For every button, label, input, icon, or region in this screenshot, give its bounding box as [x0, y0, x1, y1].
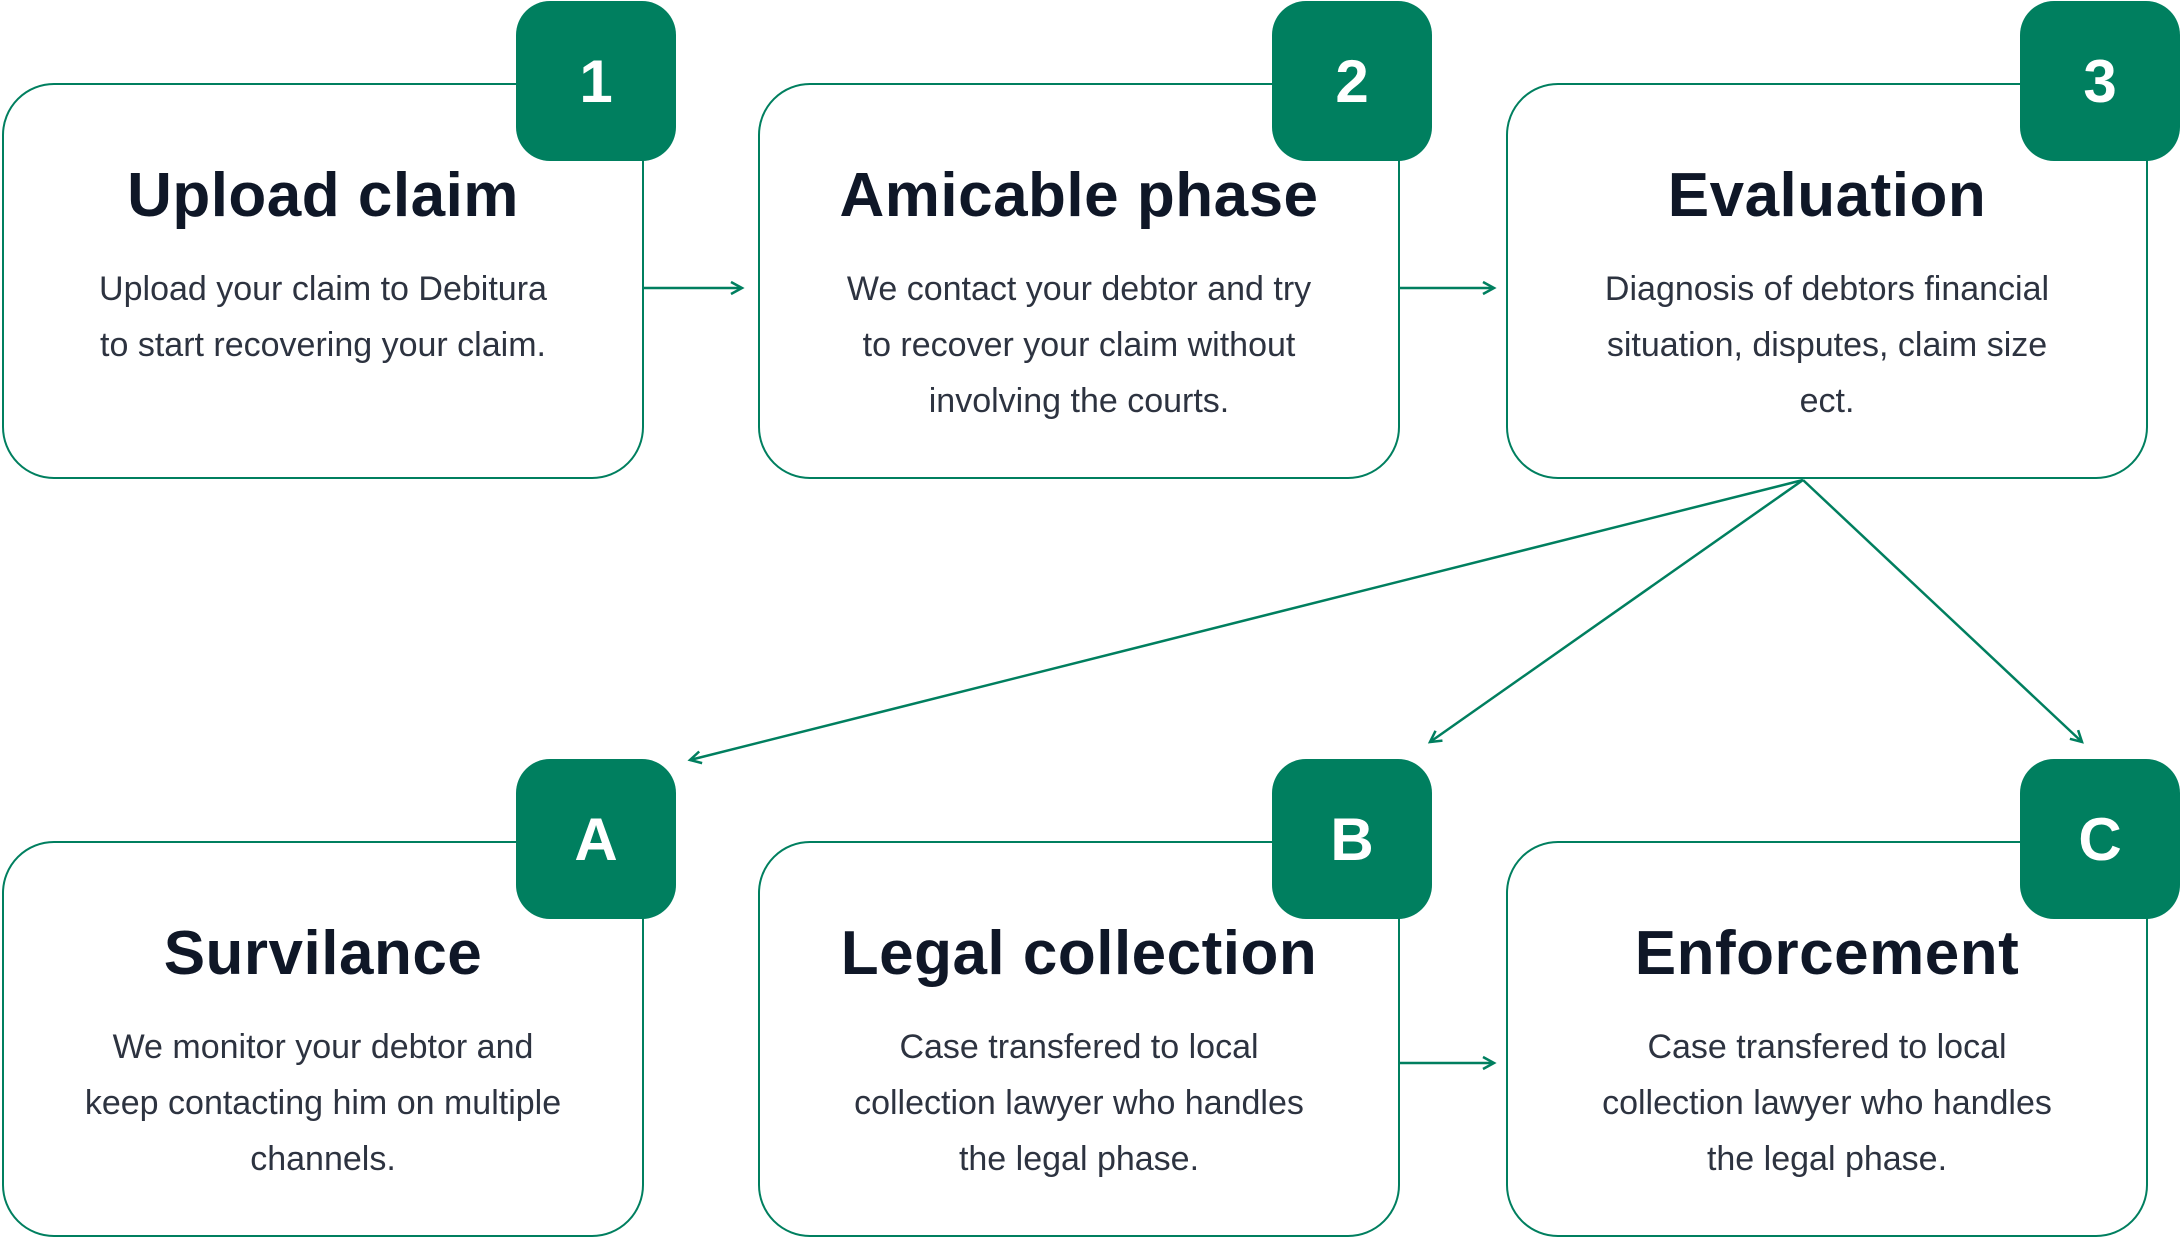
outcome-badge-a: A [516, 759, 676, 919]
step-badge-2: 2 [1272, 1, 1432, 161]
step-badge-3: 3 [2020, 1, 2180, 161]
outcome-badge-b: B [1272, 759, 1432, 919]
step-description: Diagnosis of debtors financial situation… [1604, 270, 2050, 420]
outcome-title: Legal collection [840, 919, 1318, 988]
outcome-description: Case transfered to local collection lawy… [854, 1028, 1304, 1178]
arrow-evaluation-to-legal-collection [1427, 478, 1804, 744]
step-card-upload-claim: Upload claim Upload your claim to Debitu… [2, 83, 644, 479]
outcome-badge-c: C [2020, 759, 2180, 919]
step-badge-1: 1 [516, 1, 676, 161]
step-description: We contact your debtor and try to recove… [846, 270, 1312, 420]
outcome-card-legal-collection: Legal collection Case transfered to loca… [758, 841, 1400, 1237]
outcome-title: Survilance [163, 919, 483, 988]
arrow-evaluation-to-enforcement [1802, 479, 2084, 744]
outcome-description: We monitor your debtor and keep contacti… [84, 1028, 562, 1178]
step-title: Amicable phase [839, 161, 1319, 230]
arrow-evaluation-to-survilance [687, 478, 1804, 765]
outcome-description: Case transfered to local collection lawy… [1602, 1028, 2052, 1178]
step-title: Upload claim [127, 161, 519, 230]
step-description: Upload your claim to Debitura to start r… [99, 270, 547, 364]
outcome-title: Enforcement [1634, 919, 2020, 988]
step-title: Evaluation [1667, 161, 1987, 230]
